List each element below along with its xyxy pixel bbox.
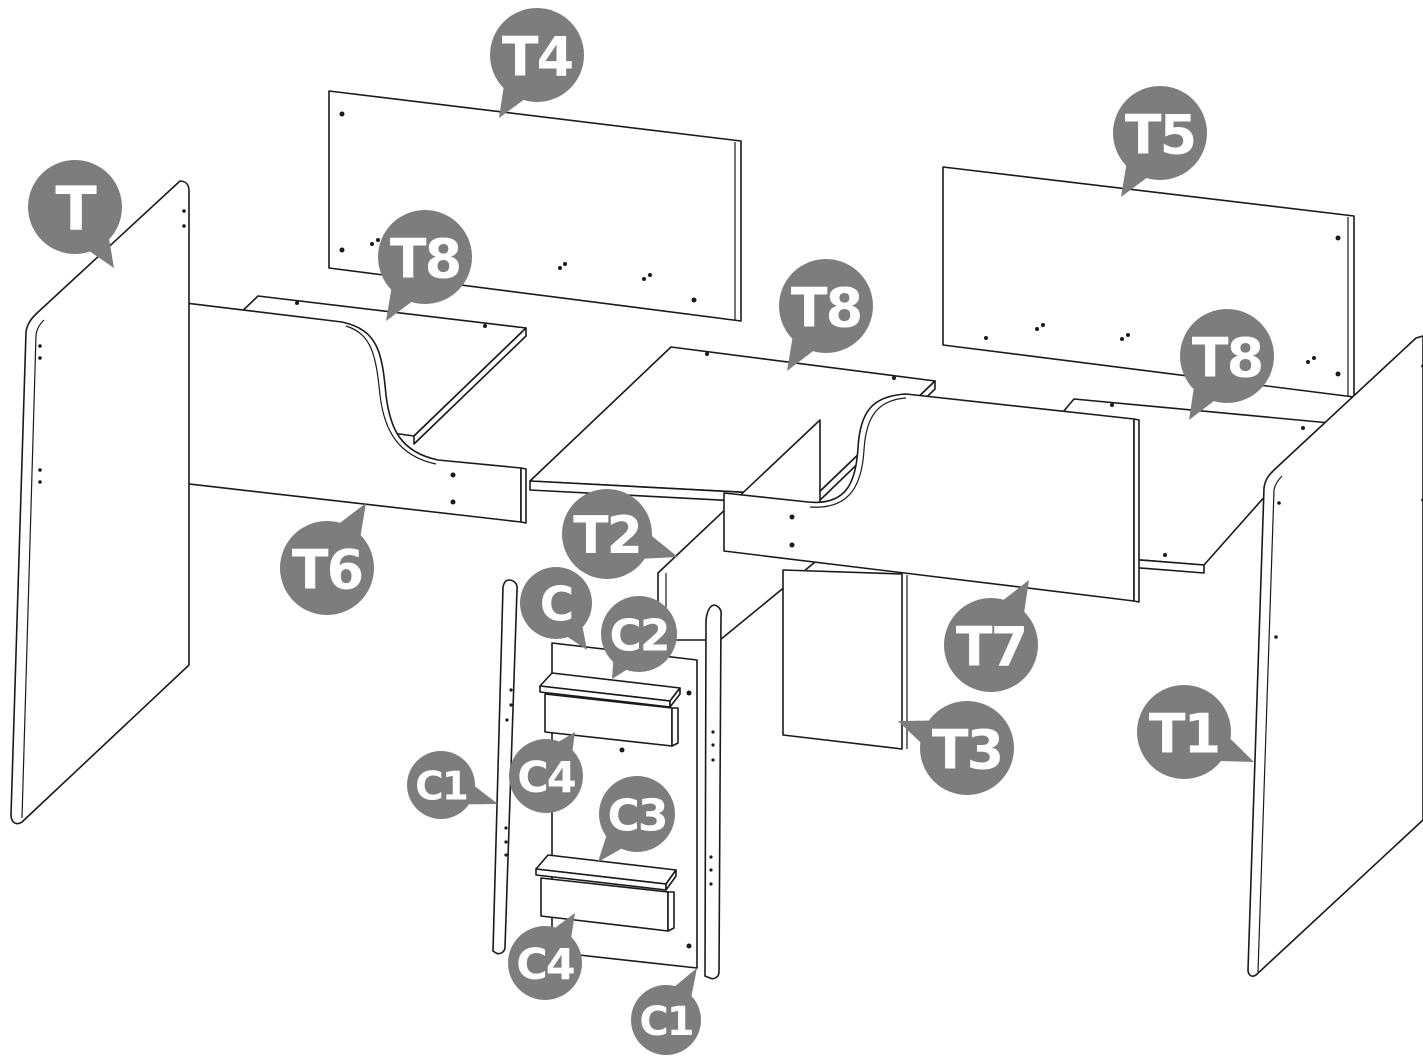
callout-bubble [1180,309,1274,403]
callout-bubble [508,926,582,1000]
callout-bubble [1113,86,1207,180]
callout-bubble [562,489,652,579]
callout-label: T8 [791,277,861,340]
callout-bubble [407,751,475,819]
callout-bubble [599,776,675,852]
callout-bubble [28,160,122,254]
callout-bubble [280,521,374,615]
side-panel-right-part [1247,335,1423,977]
callout-label: T7 [956,616,1026,679]
callout-label: C3 [608,791,667,842]
callout-bubble [920,701,1014,795]
callout-label: T2 [573,506,641,566]
callout-bubble [779,259,873,353]
callout-t6: T6 [280,503,374,615]
callout-label: T8 [1192,327,1262,390]
callout-label: C1 [415,765,467,810]
callout-t4: T4 [490,8,584,118]
callout-c2: C2 [601,596,677,679]
callout-t: T [28,160,122,268]
callout-label: T6 [292,539,362,602]
callout-label: C1 [639,999,692,1045]
callout-bubble [520,567,592,639]
callout-label: T8 [390,228,460,291]
callout-t5: T5 [1113,86,1207,197]
callout-bubble [601,596,677,672]
callout-c1b: C1 [631,968,701,1055]
callout-c4a: C4 [509,732,583,813]
callout-t3: T3 [898,701,1014,795]
callout-label: C2 [610,611,669,662]
callout-label: C [540,578,573,633]
callout-bubble [490,8,584,102]
callout-label: T3 [932,719,1002,782]
callout-bubble [378,210,472,304]
callout-label: C4 [516,940,574,990]
support-panel-part [782,569,908,750]
callout-label: T4 [502,26,573,89]
callout-t8b: T8 [779,259,873,371]
callout-bubble [944,598,1038,692]
callout-bubble [631,985,701,1055]
callout-t7: T7 [944,580,1038,692]
callout-t1: T1 [1137,685,1254,779]
callout-c: C [520,567,592,650]
front-panel-left-part [110,293,527,524]
callout-label: T [55,174,97,245]
back-panel-right-part [942,166,1355,398]
callout-c3: C3 [598,776,675,862]
callout-bubble [509,739,583,813]
side-panel-left-part [10,180,190,825]
callout-c4b: C4 [508,913,582,1000]
front-panel-right-part [723,393,1140,603]
callout-label: C4 [517,753,575,803]
callout-label: T1 [1149,703,1219,766]
callout-t8c: T8 [1180,309,1274,420]
callout-label: T5 [1125,104,1195,167]
callout-t2: T2 [562,489,678,579]
callout-t8a: T8 [378,210,472,321]
callout-bubble [1137,685,1231,779]
callout-c1a: C1 [407,751,498,819]
